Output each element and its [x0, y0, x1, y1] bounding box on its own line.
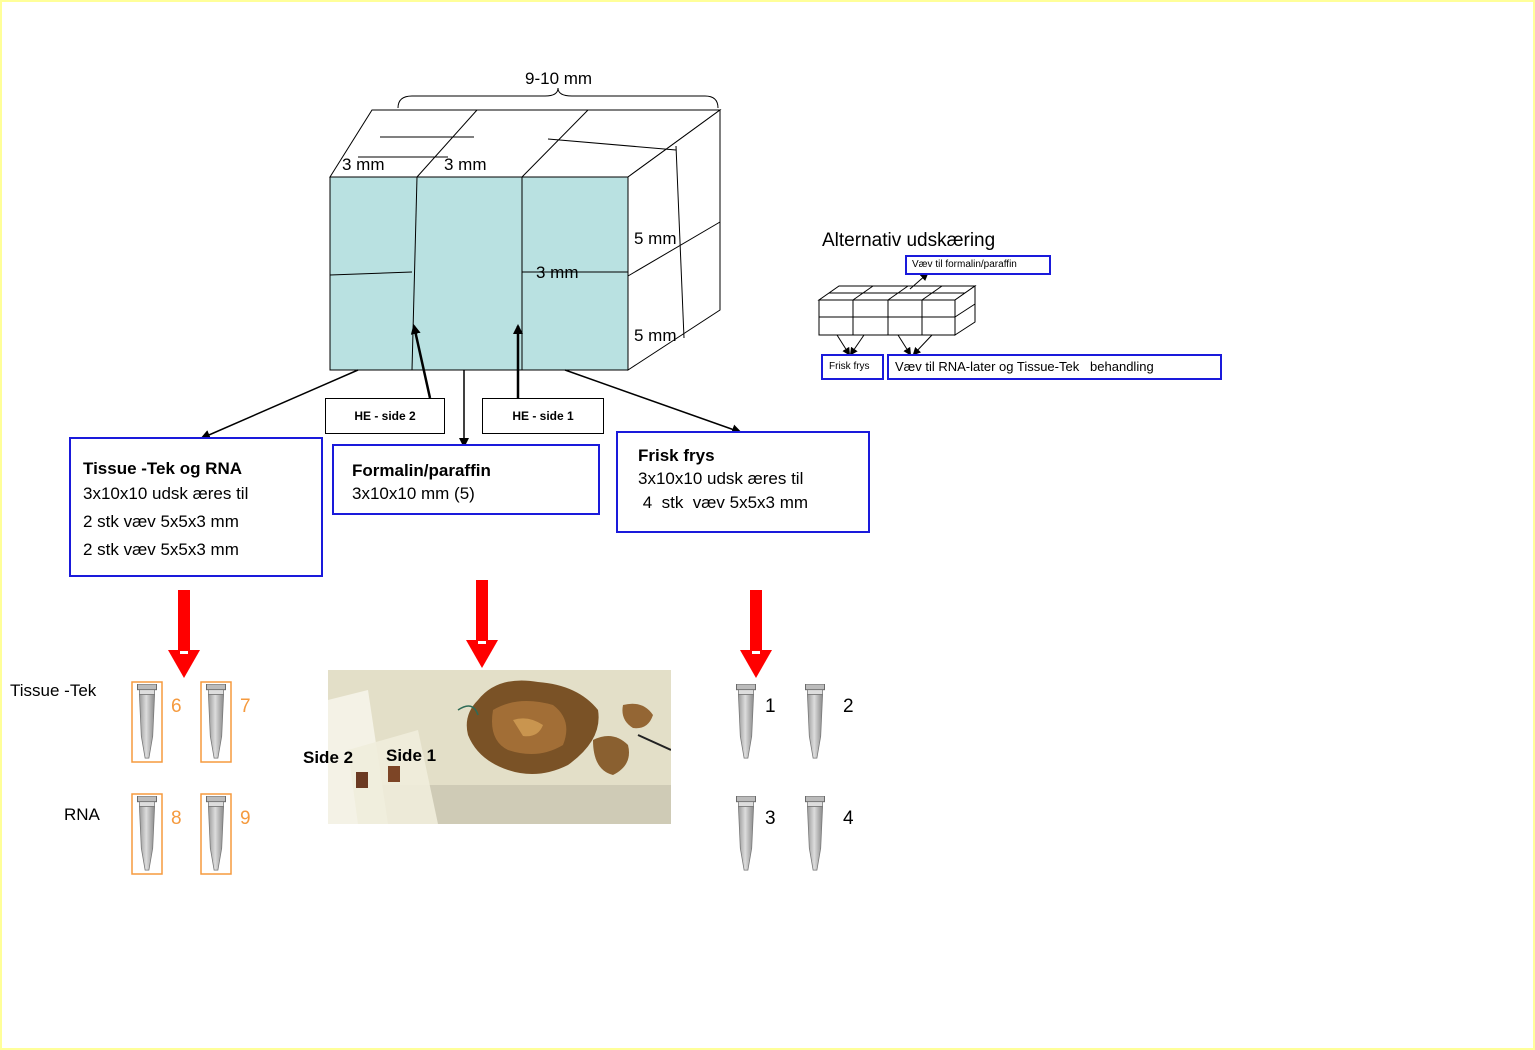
arrow-to-tissue-tek — [200, 369, 359, 440]
tube-3 — [736, 796, 756, 871]
tube-number-2: 2 — [843, 696, 854, 717]
tube-8 — [137, 796, 157, 871]
alt-arrow-formalin — [909, 272, 929, 290]
tube-number-9: 9 — [240, 808, 251, 829]
arrow-he-side2 — [410, 324, 432, 399]
formalin-title: Formalin/paraffin — [352, 461, 491, 480]
frisk-frys-box: Frisk frys 3x10x10 udsk æres til 4 stk v… — [616, 431, 870, 533]
alternativ-title: Alternativ udskæring — [822, 230, 996, 251]
tissue-photo-drawing — [328, 670, 671, 824]
tissue-photo — [328, 670, 671, 824]
cube-side-label-1: 5 mm — [634, 229, 677, 248]
width-brace — [397, 87, 719, 109]
tube-1 — [736, 684, 756, 759]
tube-frame-8 — [131, 793, 163, 875]
red-arrow-formalin — [466, 580, 498, 668]
tube-frame-6 — [131, 681, 163, 763]
tube-7 — [206, 684, 226, 759]
photo-side2-label: Side 2 — [303, 748, 354, 767]
alternative-block — [817, 285, 977, 336]
alt-formalin-box: Væv til formalin/paraffin — [905, 255, 1051, 275]
cube-width-label: 9-10 mm — [525, 69, 593, 88]
tissue-tek-tube-label: Tissue -Tek — [10, 681, 97, 700]
tube-number-6: 6 — [171, 696, 182, 717]
tube-number-8: 8 — [171, 808, 182, 829]
alt-frisk-frys-box: Frisk frys — [821, 354, 884, 380]
red-arrow-tissue-tek — [168, 590, 200, 678]
cube-inner-label: 3 mm — [536, 263, 579, 282]
cube-side-label-2: 5 mm — [634, 326, 677, 345]
tissue-tek-line-2: 2 stk væv 5x5x3 mm — [83, 512, 239, 531]
tube-frame-7 — [200, 681, 232, 763]
tube-number-4: 4 — [843, 808, 854, 829]
tube-number-7: 7 — [240, 696, 251, 717]
tissue-tek-box: Tissue -Tek og RNA 3x10x10 udsk æres til… — [69, 437, 323, 577]
tube-4 — [805, 796, 825, 871]
rna-tube-label: RNA — [64, 805, 100, 824]
alt-rna-box: Væv til RNA-later og Tissue-Tek behandli… — [887, 354, 1222, 380]
alt-arrow-frisk-b — [849, 334, 865, 356]
frisk-frys-line-2: 4 stk væv 5x5x3 mm — [638, 493, 809, 512]
tissue-tek-title: Tissue -Tek og RNA — [83, 459, 243, 478]
tissue-tek-line-1: 3x10x10 udsk æres til — [83, 484, 249, 503]
formalin-line-1: 3x10x10 mm (5) — [352, 484, 475, 503]
tube-frame-9 — [200, 793, 232, 875]
frisk-frys-line-1: 3x10x10 udsk æres til — [638, 469, 804, 488]
tube-2 — [805, 684, 825, 759]
arrow-to-frisk-frys — [564, 369, 742, 435]
cube-right-face — [627, 109, 721, 371]
photo-side1-label: Side 1 — [386, 746, 437, 765]
formalin-box: Formalin/paraffin 3x10x10 mm (5) — [332, 444, 600, 515]
alt-arrow-frisk-a — [836, 334, 851, 356]
red-arrow-frisk-frys — [740, 590, 772, 678]
tissue-cube — [329, 109, 722, 371]
tube-9 — [206, 796, 226, 871]
cube-top-label-2: 3 mm — [444, 155, 487, 174]
tube-6 — [137, 684, 157, 759]
alt-arrow-rna-a — [897, 334, 912, 356]
tube-number-1: 1 — [765, 696, 776, 717]
alt-arrow-rna-b — [912, 334, 933, 356]
frisk-frys-title: Frisk frys — [638, 446, 715, 465]
tube-number-3: 3 — [765, 808, 776, 829]
cube-top-label-1: 3 mm — [342, 155, 385, 174]
he-side2-box: HE - side 2 — [325, 398, 445, 434]
he-side1-box: HE - side 1 — [482, 398, 604, 434]
tissue-tek-line-3: 2 stk væv 5x5x3 mm — [83, 540, 239, 559]
